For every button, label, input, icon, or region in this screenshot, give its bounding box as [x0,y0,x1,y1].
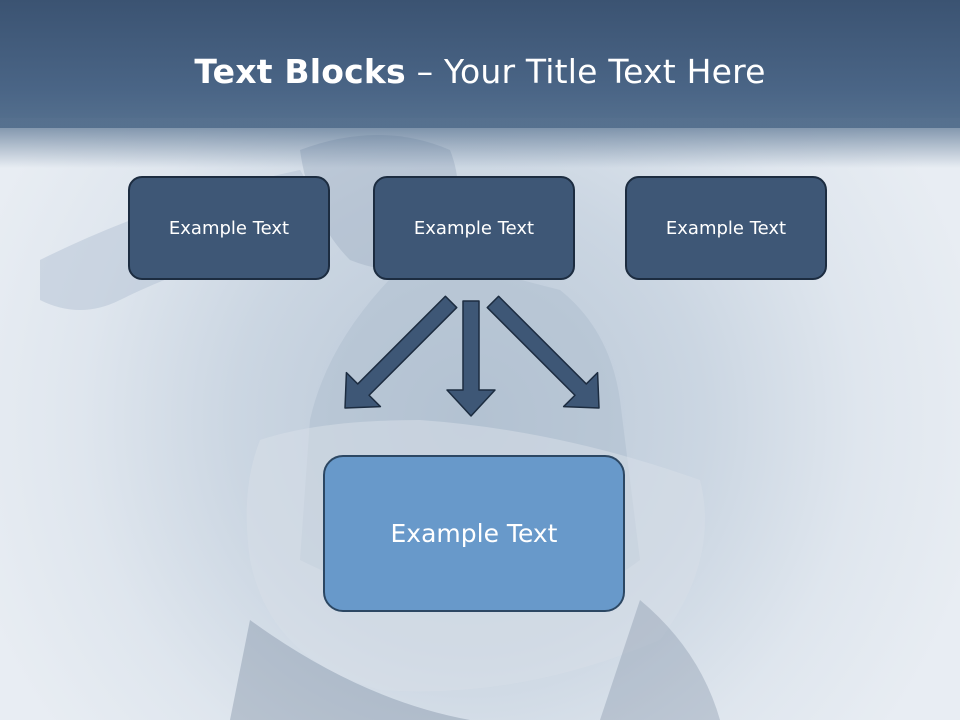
text-block-3-label: Example Text [665,217,787,239]
text-block-1[interactable]: Example Text [128,176,330,280]
title-bar [0,0,960,128]
slide-title[interactable]: Text Blocks – Your Title Text Here [0,52,960,102]
slide-title-rest: Your Title Text Here [443,52,766,91]
target-block-label: Example Text [390,519,558,548]
text-block-2-label: Example Text [413,217,535,239]
arrow-left [344,295,458,409]
arrow-right [486,295,600,409]
arrow-center [446,300,496,417]
slide-title-bold: Text Blocks [194,52,406,91]
text-block-3[interactable]: Example Text [625,176,827,280]
title-bar-fade [0,118,960,168]
slide-title-dash: – [405,52,444,91]
target-block[interactable]: Example Text [323,455,625,612]
text-block-2[interactable]: Example Text [373,176,575,280]
text-block-1-label: Example Text [168,217,290,239]
